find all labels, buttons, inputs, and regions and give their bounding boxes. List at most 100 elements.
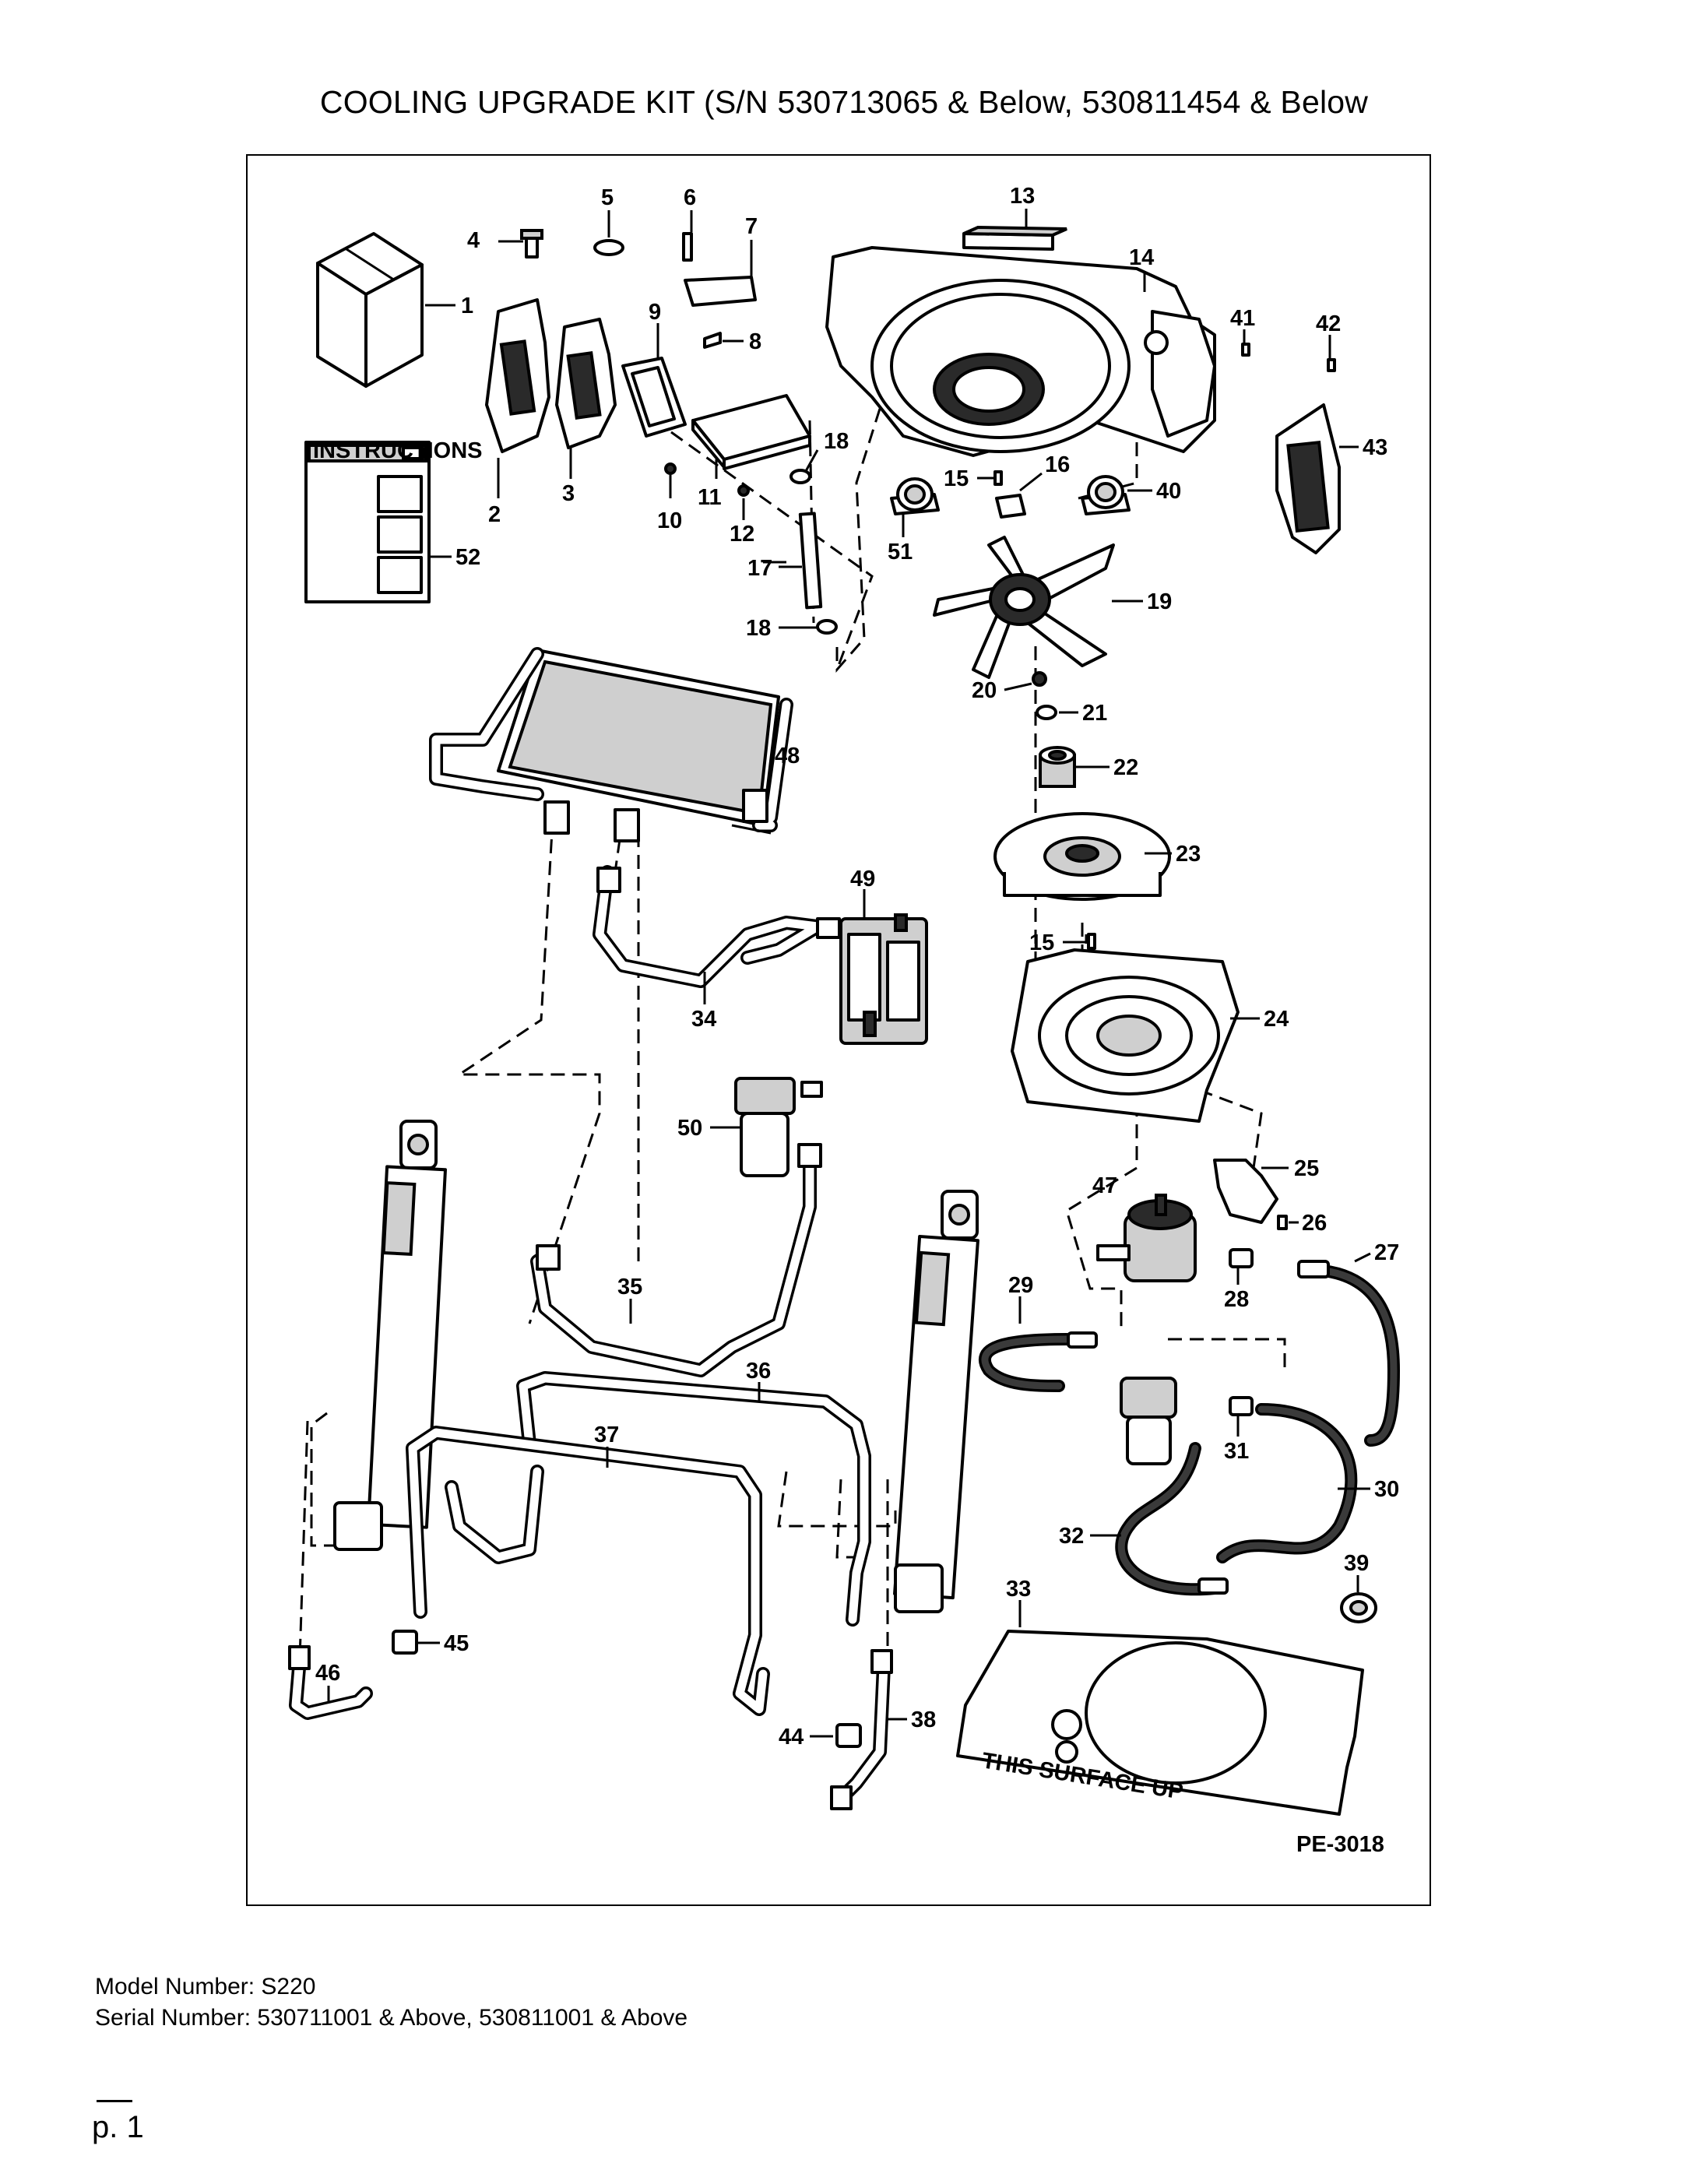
callout-50: 50 [677, 1116, 702, 1141]
part-25-bracket [1213, 1159, 1278, 1224]
part-28-fitting [1229, 1248, 1254, 1268]
part-8-clip [703, 332, 722, 349]
part-34-tube [593, 865, 841, 988]
callout-6: 6 [684, 185, 696, 210]
callout-48: 48 [775, 744, 800, 768]
part-17-sleeve [798, 512, 823, 610]
callout-27: 27 [1374, 1240, 1399, 1265]
callout-5: 5 [601, 185, 614, 210]
callout-1: 1 [461, 294, 473, 318]
part-7-bracket [684, 276, 757, 307]
callout-9: 9 [649, 300, 661, 325]
page-number: p. 1 [92, 2110, 144, 2144]
diagram-frame [246, 154, 1431, 1906]
part-27-hose [1297, 1260, 1401, 1447]
callout-36: 36 [746, 1359, 771, 1384]
part-29-hose [978, 1331, 1098, 1392]
part-5-washer [593, 239, 624, 256]
callout-2: 2 [488, 502, 501, 527]
callout-16: 16 [1045, 452, 1070, 477]
callout-35: 35 [617, 1275, 642, 1299]
part-31-filter-assembly [1120, 1377, 1254, 1465]
part-26-screw [1277, 1215, 1288, 1230]
part-13-foam-strip [962, 225, 1067, 251]
part-38-tube [830, 1649, 893, 1810]
part-24-shroud-plate [1011, 948, 1240, 1123]
part-51-grommet [890, 477, 940, 515]
part-21-washer [1036, 705, 1057, 720]
callout-26: 26 [1302, 1211, 1327, 1236]
callout-18-lower: 18 [746, 616, 771, 641]
leader-lines [327, 209, 1371, 1738]
part-1-kit-box [316, 232, 424, 388]
part-22-bushing [1039, 746, 1076, 788]
part-44-fitting [835, 1723, 862, 1748]
callout-12: 12 [730, 522, 754, 547]
left-cylinder [333, 1120, 447, 1551]
callout-10: 10 [657, 508, 682, 533]
part-37-tube [406, 1426, 770, 1716]
callout-39: 39 [1344, 1551, 1369, 1576]
callout-15-lower: 15 [1029, 930, 1054, 955]
callout-18-upper: 18 [824, 429, 849, 454]
part-40-grommet [1081, 475, 1131, 515]
part-30-hose [1216, 1403, 1358, 1563]
part-15-screw-upper [993, 470, 1003, 486]
part-2-screen [485, 298, 550, 453]
callout-14: 14 [1129, 245, 1154, 270]
callout-15-upper: 15 [944, 466, 969, 491]
callout-40: 40 [1156, 479, 1181, 504]
callout-46: 46 [315, 1661, 340, 1686]
part-19-fan [933, 536, 1115, 679]
callout-3: 3 [562, 481, 575, 506]
callout-32: 32 [1059, 1524, 1084, 1549]
callout-23: 23 [1176, 842, 1201, 867]
callout-34: 34 [691, 1007, 716, 1032]
part-43-screen [1275, 403, 1341, 554]
callout-31: 31 [1224, 1439, 1249, 1464]
callout-21: 21 [1082, 701, 1107, 726]
figure-id: PE-3018 [1296, 1832, 1384, 1857]
callout-51: 51 [888, 540, 913, 564]
callout-47: 47 [1092, 1173, 1117, 1198]
part-11-baffle [691, 394, 811, 470]
callout-45: 45 [444, 1631, 469, 1656]
part-33-gasket: THIS SURFACE UP [956, 1630, 1364, 1816]
callout-20: 20 [972, 678, 997, 703]
part-49-valve [839, 913, 928, 1045]
part-18-washer-upper [789, 469, 811, 484]
part-42-screw [1327, 358, 1336, 372]
part-47-motor [1096, 1194, 1197, 1282]
model-number: Model Number: S220 [95, 1974, 316, 1999]
callout-24: 24 [1264, 1007, 1289, 1032]
callout-37: 37 [594, 1423, 619, 1447]
callout-41: 41 [1230, 306, 1255, 331]
part-52-instructions-sheet: INSTRUCTIONS [304, 438, 483, 603]
callout-22: 22 [1113, 755, 1138, 780]
right-cylinder [893, 1190, 979, 1613]
part-16-plate [995, 494, 1026, 519]
page-rule [97, 2100, 132, 2102]
callout-43: 43 [1363, 435, 1387, 460]
part-39-clamp [1340, 1592, 1377, 1623]
part-45-fitting [392, 1630, 418, 1655]
part-36-tube [516, 1371, 871, 1627]
callout-38: 38 [911, 1707, 936, 1732]
part-23-fan-mount [993, 812, 1171, 901]
page-title: COOLING UPGRADE KIT (S/N 530713065 & Bel… [319, 84, 1369, 120]
part-32-hose [1115, 1442, 1229, 1596]
callout-44: 44 [779, 1725, 804, 1750]
part-18-washer-lower [816, 619, 838, 635]
part-12-nut [737, 484, 750, 497]
callout-49: 49 [850, 867, 875, 892]
callout-29: 29 [1008, 1273, 1033, 1298]
callout-28: 28 [1224, 1287, 1249, 1312]
callout-25: 25 [1294, 1156, 1319, 1181]
part-41-screw [1241, 343, 1250, 357]
callout-19: 19 [1147, 589, 1172, 614]
part-10-nut [664, 462, 677, 475]
part-15-screw-lower [1087, 933, 1096, 950]
callout-42: 42 [1316, 311, 1341, 336]
callout-4: 4 [467, 228, 480, 253]
